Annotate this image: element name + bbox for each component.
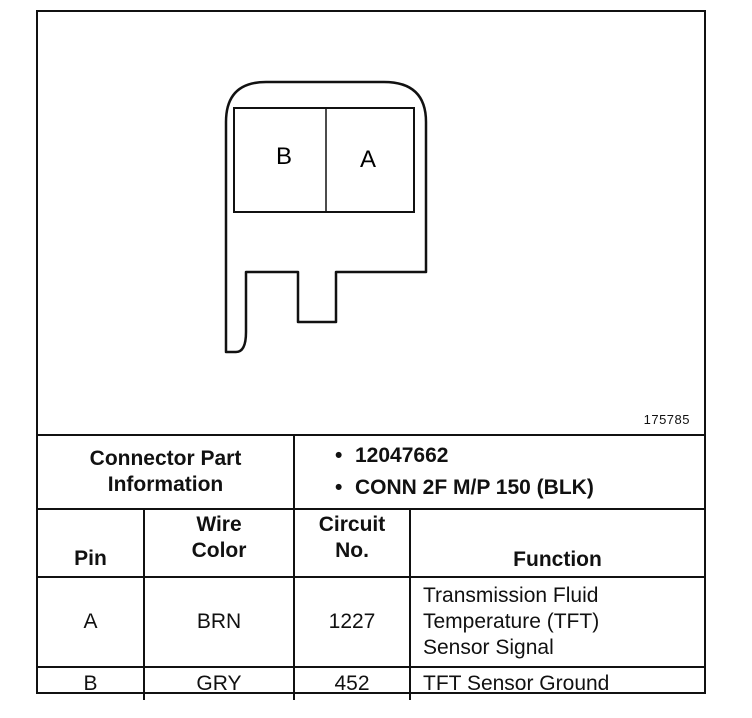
circuit-number-header: Circuit No. [293,508,411,578]
wire-color-header: Wire Color [143,508,295,578]
connector-table: Connector Part Information •12047662 •CO… [38,434,705,700]
part-info-list: •12047662 •CONN 2F M/P 150 (BLK) [292,434,705,510]
wire-color-cell: GRY [143,666,295,700]
cavity-label-a: A [360,146,376,173]
connector-part-label: Connector Part Information [38,434,295,510]
function-cell: Transmission Fluid Temperature (TFT) Sen… [408,576,705,668]
part-info-row: Connector Part Information •12047662 •CO… [38,434,705,510]
wire-color-cell: BRN [143,576,295,668]
part-description-item: •CONN 2F M/P 150 (BLK) [335,476,594,499]
table-row: A BRN 1227 Transmission Fluid Temperatur… [38,576,705,668]
pin-cell: B [38,666,145,700]
circuit-cell: 452 [293,666,411,700]
cavity-box [233,107,415,213]
circuit-cell: 1227 [293,576,411,668]
connector-body-outline [224,80,428,354]
cavity-label-b: B [276,143,292,170]
function-header: Function [408,508,705,578]
pin-cell: A [38,576,145,668]
figure-id: 175785 [643,412,690,427]
column-header-row: Pin Wire Color Circuit No. Function [38,508,705,578]
part-number-item: •12047662 [335,444,449,467]
function-cell: TFT Sensor Ground [408,666,705,700]
table-row: B GRY 452 TFT Sensor Ground [38,666,705,700]
connector-info-panel: B A 175785 Connector Part Information •1… [36,10,706,700]
connector-drawing: B A [224,80,428,354]
pin-header: Pin [38,508,145,578]
